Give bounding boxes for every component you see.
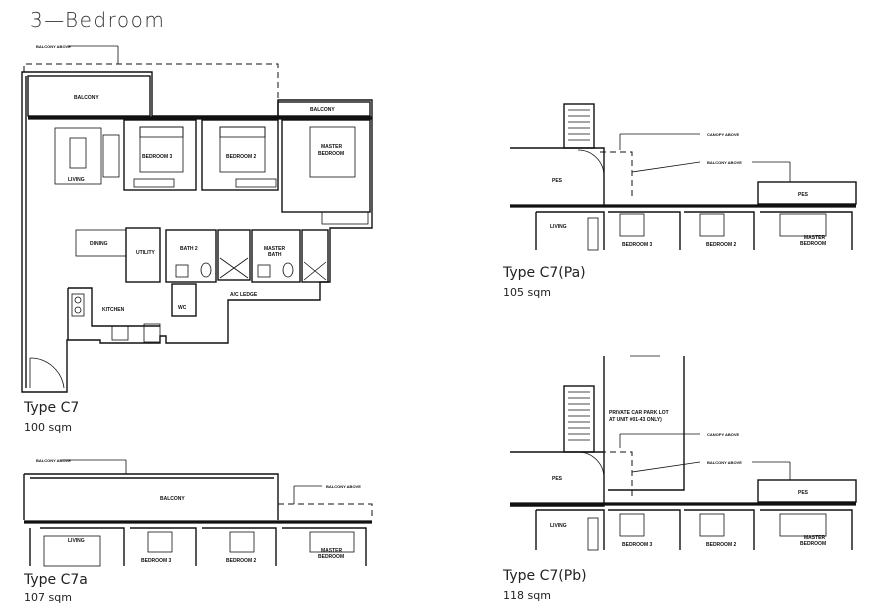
label-master-c7a-2: BEDROOM <box>318 554 344 560</box>
unit-area-c7pa: 105 sqm <box>503 286 551 299</box>
label-master-c7a-1: MASTER <box>321 548 343 554</box>
label-bath-2: BATH 2 <box>180 246 198 252</box>
label-balcony-2: BALCONY <box>310 107 335 113</box>
label-bedroom-3-pa: BEDROOM 3 <box>622 242 653 248</box>
label-pes-pb-2: PES <box>798 490 809 496</box>
label-car-park-1: PRIVATE CAR PARK LOT <box>609 410 669 416</box>
label-car-park-2: AT UNIT #01-43 ONLY) <box>609 417 662 423</box>
label-master-pb-2: BEDROOM <box>800 541 826 547</box>
label-balcony-above: BALCONY ABOVE <box>707 160 742 165</box>
label-master-pa-2: BEDROOM <box>800 241 826 247</box>
label-utility: UTILITY <box>136 250 156 256</box>
label-pes-pb: PES <box>552 476 563 482</box>
label-ac-ledge: A/C LEDGE <box>230 292 258 298</box>
floor-plan-c7: BALCONY ABOVE BALCONY BALCONY BEDROOM 3 … <box>21 44 373 393</box>
label-bedroom-3-c7a: BEDROOM 3 <box>141 558 172 564</box>
page-title: 3—Bedroom <box>30 8 166 32</box>
label-living-c7a: LIVING <box>68 538 85 544</box>
label-master-bath-1: MASTER <box>264 246 286 252</box>
label-balcony-above-c7a-2: BALCONY ABOVE <box>326 484 361 489</box>
label-balcony-above-pb: BALCONY ABOVE <box>707 460 742 465</box>
label-pes: PES <box>552 178 563 184</box>
label-bedroom-2-pb: BEDROOM 2 <box>706 542 737 548</box>
label-balcony: BALCONY <box>74 95 99 101</box>
label-dining: DINING <box>90 241 108 247</box>
label-master-pb-1: MASTER <box>804 535 826 541</box>
label-canopy-above: CANOPY ABOVE <box>707 132 740 137</box>
label-bedroom-3: BEDROOM 3 <box>142 154 173 160</box>
label-bedroom-3-pb: BEDROOM 3 <box>622 542 653 548</box>
label-master-bath-2: BATH <box>268 252 282 258</box>
unit-type-c7pa: Type C7(Pa) <box>503 265 586 281</box>
label-balcony-above-c7a: BALCONY ABOVE <box>36 458 71 463</box>
unit-type-c7a: Type C7a <box>24 572 88 588</box>
label-kitchen: KITCHEN <box>102 307 125 313</box>
unit-type-c7pb: Type C7(Pb) <box>503 568 587 584</box>
label-living: LIVING <box>68 177 85 183</box>
label-master-bedroom-1: MASTER <box>321 144 343 150</box>
label-bedroom-2-c7a: BEDROOM 2 <box>226 558 257 564</box>
unit-area-c7pb: 118 sqm <box>503 589 551 602</box>
label-master-bedroom-2: BEDROOM <box>318 151 344 157</box>
label-canopy-above-pb: CANOPY ABOVE <box>707 432 740 437</box>
label-bedroom-2: BEDROOM 2 <box>226 154 257 160</box>
label-balcony-c7a: BALCONY <box>160 496 185 502</box>
unit-area-c7: 100 sqm <box>24 421 72 434</box>
floor-plan-c7pa: CANOPY ABOVE BALCONY ABOVE PES PES LIVIN… <box>510 103 857 251</box>
label-master-pa-1: MASTER <box>804 235 826 241</box>
label-pes-2: PES <box>798 192 809 198</box>
label-balcony-above: BALCONY ABOVE <box>36 44 71 49</box>
floor-plan-c7a: BALCONY ABOVE BALCONY ABOVE BALCONY LIVI… <box>23 458 373 567</box>
floor-plan-c7pb: PRIVATE CAR PARK LOT AT UNIT #01-43 ONLY… <box>510 355 857 551</box>
label-living-pa: LIVING <box>550 224 567 230</box>
label-wc: WC <box>178 305 187 311</box>
label-bedroom-2-pa: BEDROOM 2 <box>706 242 737 248</box>
label-living-pb: LIVING <box>550 523 567 529</box>
unit-type-c7: Type C7 <box>24 400 80 416</box>
unit-area-c7a: 107 sqm <box>24 591 72 604</box>
